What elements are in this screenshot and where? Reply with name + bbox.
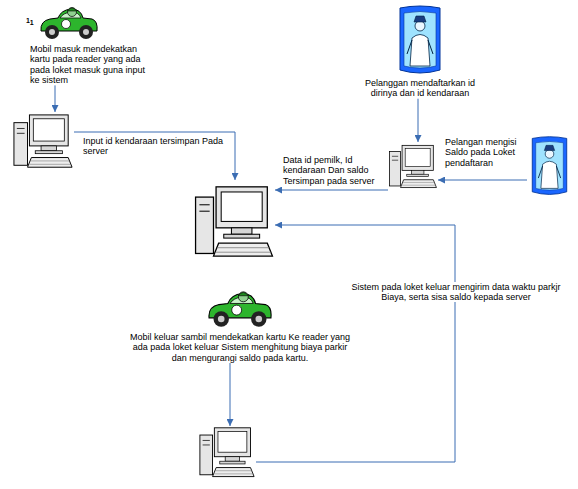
- computer-icon: [193, 180, 275, 268]
- person-icon-frame: [396, 4, 444, 76]
- flow-label: Data id pemilk, Id kendaraan Dan saldo T…: [282, 155, 386, 186]
- server-computer: [193, 180, 275, 268]
- person-icon: [396, 4, 444, 76]
- car-number: 1: [28, 18, 36, 27]
- person-icon-frame: [527, 135, 572, 197]
- registration-computer: [388, 142, 438, 194]
- car-icon: [38, 4, 100, 42]
- node-caption: Mobil keluar sambil mendekatkan kartu Ke…: [125, 332, 355, 363]
- flow-arrow: [74, 132, 235, 180]
- computer-icon-frame: [12, 112, 74, 174]
- computer-icon: [198, 426, 256, 482]
- flow-label: Sistem pada loket keluar mengirim data w…: [339, 282, 573, 303]
- computer-icon-frame: [198, 426, 256, 482]
- exit-computer: [198, 426, 256, 482]
- flow-arrow: [55, 85, 56, 112]
- flow-arrow: [438, 180, 527, 181]
- computer-icon: [12, 112, 74, 174]
- car-icon-frame: [205, 288, 275, 330]
- exit-car: Mobil keluar sambil mendekatkan kartu Ke…: [125, 288, 355, 363]
- customer-register: Pelanggan mendaftarkan id dirinya dan id…: [360, 4, 480, 99]
- car-icon-frame: [38, 4, 100, 42]
- entry-car: Mobil masuk mendekatkan kartu pada reade…: [30, 4, 155, 85]
- flow-arrow: [230, 363, 231, 426]
- computer-icon-frame: [193, 180, 275, 268]
- computer-icon-frame: [388, 142, 438, 194]
- node-caption: Pelanggan mendaftarkan id dirinya dan id…: [360, 78, 480, 99]
- entry-computer: [12, 112, 74, 174]
- customer-topup: Pelangan mengisi Saldo pada Loket pendaf…: [527, 135, 572, 197]
- computer-icon: [388, 142, 438, 194]
- node-caption: Mobil masuk mendekatkan kartu pada reade…: [30, 44, 155, 85]
- node-caption: Pelangan mengisi Saldo pada Loket pendaf…: [445, 137, 525, 168]
- flow-arrow: [418, 99, 419, 142]
- person-icon: [527, 135, 572, 197]
- car-icon: [205, 288, 275, 330]
- flow-label: Input id kendaraan tersimpan Pada server: [82, 136, 229, 157]
- flow-arrow: [275, 190, 388, 191]
